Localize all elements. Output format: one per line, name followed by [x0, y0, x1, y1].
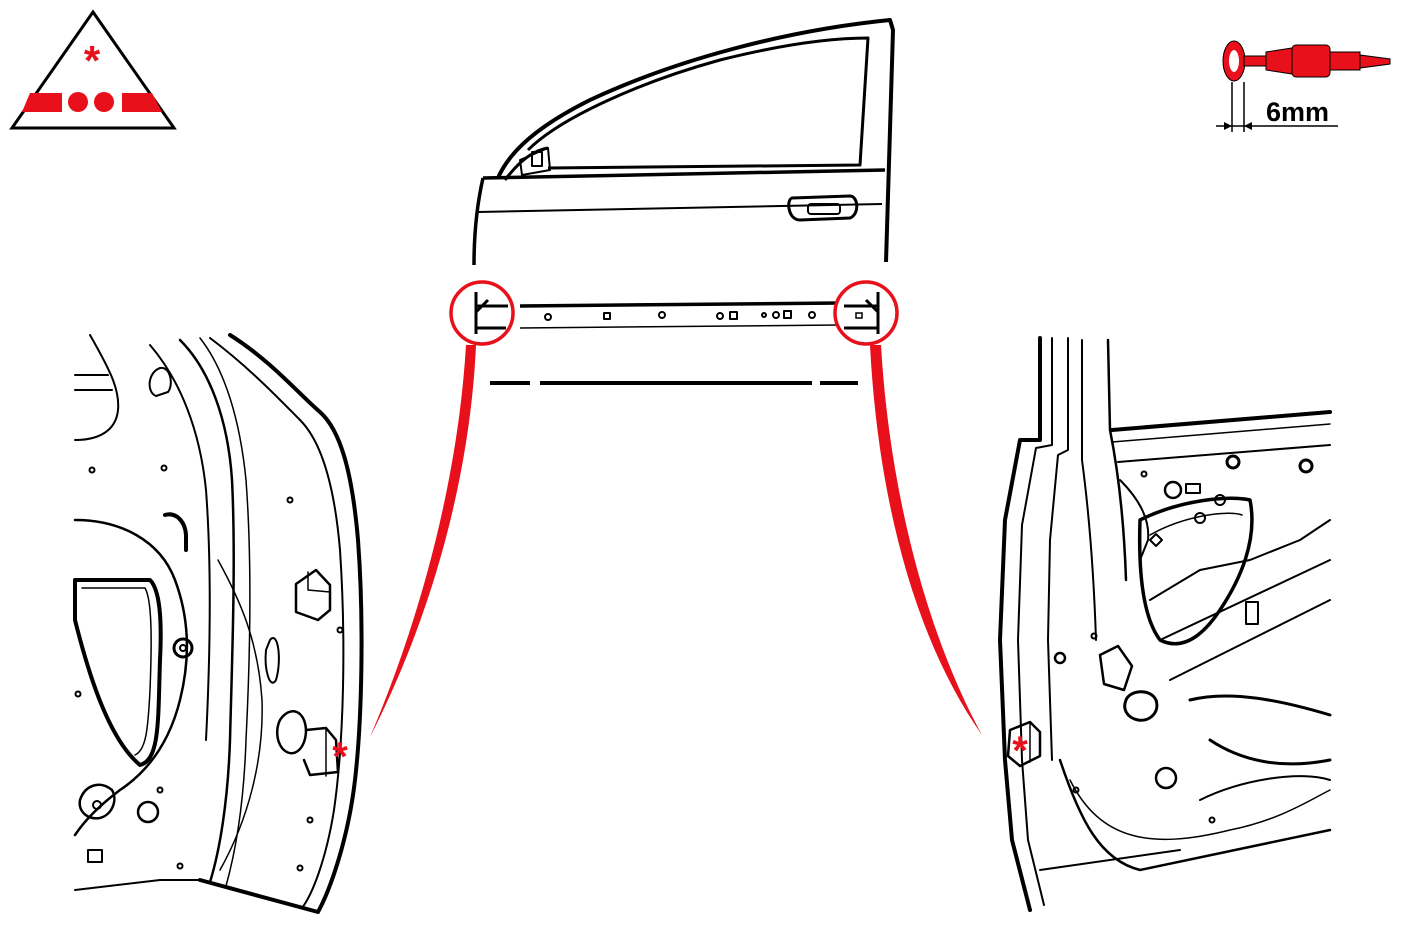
warning-triangle-icon: * [9, 9, 177, 130]
front-corner-detail-circle [449, 280, 515, 346]
drill-size-label: 6mm [1266, 97, 1329, 127]
front-door-outline [472, 18, 895, 385]
rear-weld-point-marker: * [1012, 729, 1028, 773]
spot-weld-drill-icon: 6mm [1216, 40, 1391, 132]
front-hinge-detail-view [73, 333, 364, 914]
front-weld-point-marker: * [332, 735, 348, 779]
right-leader-line [870, 345, 982, 735]
rear-corner-detail-circle [833, 280, 899, 346]
left-leader-line [370, 345, 476, 737]
weld-star-symbol: * [84, 37, 101, 84]
rear-lock-detail-view [998, 336, 1332, 912]
